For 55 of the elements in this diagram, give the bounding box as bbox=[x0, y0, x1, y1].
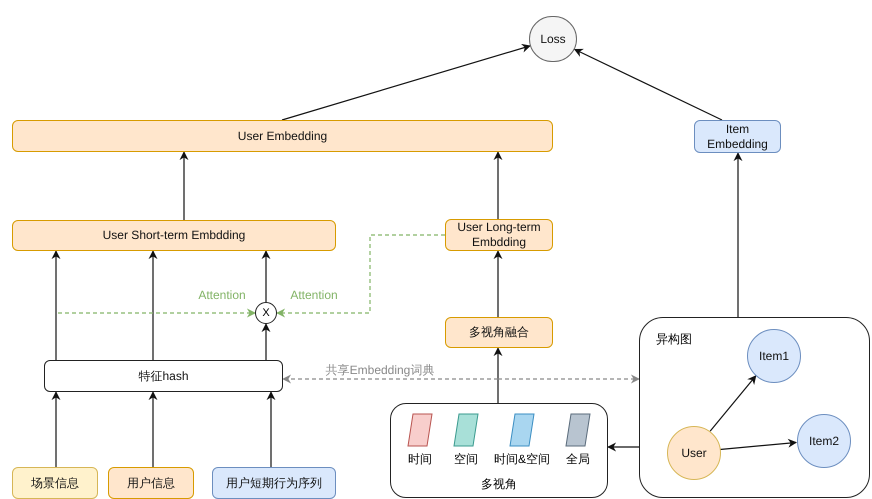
node-label: 异构图 bbox=[656, 331, 692, 348]
process-box bbox=[12, 467, 98, 499]
arrow bbox=[52, 250, 60, 360]
process-box bbox=[212, 467, 336, 499]
dashed-arrow bbox=[498, 374, 640, 384]
arrow bbox=[148, 250, 158, 360]
node-label: User Long-term Embdding bbox=[456, 220, 542, 250]
node-label: X bbox=[262, 308, 270, 318]
arrow bbox=[494, 151, 502, 219]
arrow bbox=[734, 152, 742, 317]
arrow bbox=[262, 250, 270, 302]
dashed-arrow bbox=[282, 374, 498, 384]
node-label: 时间&空间 bbox=[494, 452, 550, 467]
arrow bbox=[574, 48, 722, 121]
arrow bbox=[494, 347, 502, 403]
node-label: Item1 bbox=[758, 348, 789, 364]
edge-label: Attention bbox=[288, 288, 340, 302]
node-label: Loss bbox=[540, 32, 566, 46]
arrow bbox=[720, 438, 797, 450]
arrow bbox=[266, 391, 276, 467]
node-label: 用户信息 bbox=[127, 476, 175, 490]
node-label: 多视角融合 bbox=[469, 325, 529, 340]
arrow bbox=[710, 375, 756, 432]
node-label: 多视角 bbox=[481, 476, 517, 493]
node-label: 用户短期行为序列 bbox=[226, 476, 322, 490]
dashed-arrow bbox=[58, 308, 256, 318]
node-label: 场景信息 bbox=[31, 476, 79, 490]
node-label: User bbox=[681, 446, 707, 460]
arrow bbox=[148, 391, 158, 467]
node-label: 空间 bbox=[454, 452, 478, 467]
dashed-arrow bbox=[276, 234, 445, 318]
arrow bbox=[494, 250, 502, 317]
arrow bbox=[282, 44, 531, 121]
arrow bbox=[180, 151, 188, 220]
process-box bbox=[694, 120, 781, 153]
node-label: Item2 bbox=[808, 434, 839, 448]
process-box bbox=[12, 120, 553, 152]
process-box bbox=[12, 220, 336, 251]
arrow bbox=[52, 391, 60, 467]
process-box bbox=[108, 467, 194, 499]
edge-label: 共享Embedding词典 bbox=[324, 363, 436, 377]
arrow bbox=[262, 323, 270, 360]
node-label: 特征hash bbox=[138, 368, 189, 384]
process-box bbox=[44, 360, 283, 392]
arrow bbox=[607, 442, 639, 452]
node-label: User Short-term Embdding bbox=[102, 228, 246, 243]
group-container bbox=[390, 403, 608, 498]
node-label: 时间 bbox=[408, 452, 432, 467]
node-label: User Embedding bbox=[238, 128, 328, 144]
node-label: 全局 bbox=[566, 452, 590, 467]
process-box bbox=[445, 317, 553, 348]
edge-label: Attention bbox=[196, 288, 248, 302]
process-box bbox=[445, 219, 553, 251]
node-label: Item Embedding bbox=[706, 122, 769, 152]
group-container bbox=[639, 317, 870, 498]
